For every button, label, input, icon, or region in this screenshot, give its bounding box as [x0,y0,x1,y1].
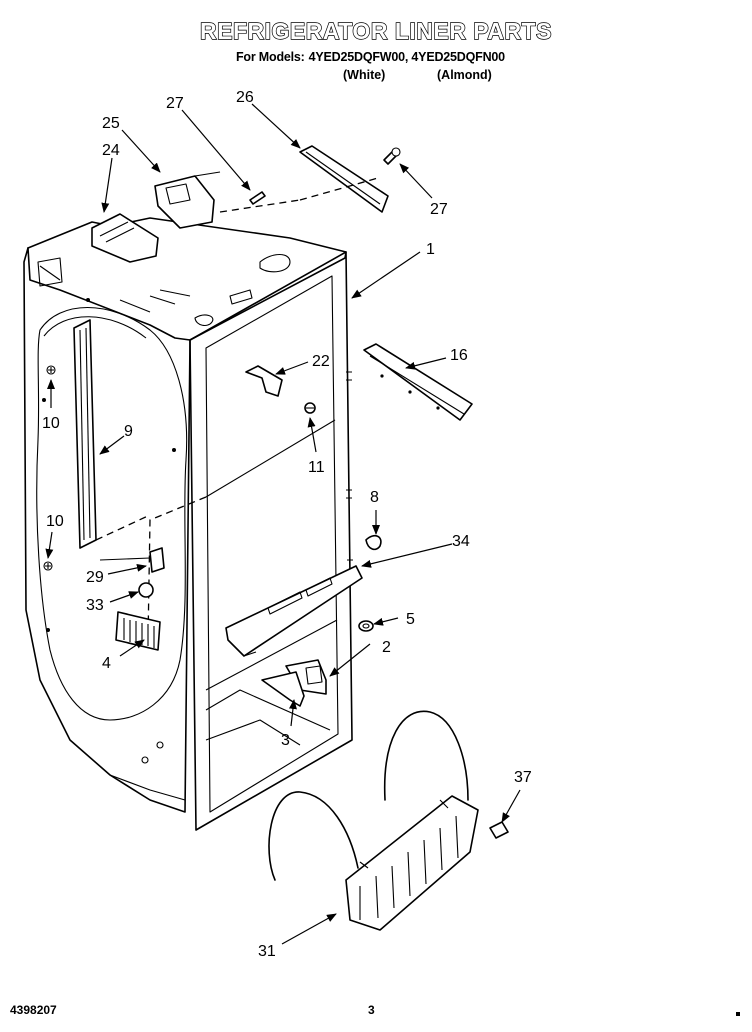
callout-11: 11 [308,459,325,476]
callout-16: 16 [450,347,468,364]
callout-2: 2 [382,639,391,656]
corner-mark [736,1012,740,1016]
callout-31: 31 [258,943,276,960]
callout-27-left: 27 [166,95,184,112]
variant-white: (White) [343,68,386,82]
variant-almond: (Almond) [437,68,492,82]
callout-4: 4 [102,655,111,672]
callout-33: 33 [86,597,104,614]
part-22-11-bracket [245,365,316,414]
part-34-support [225,565,363,657]
callout-22: 22 [312,353,330,370]
document-number: 4398207 [10,1003,57,1017]
models-label: For Models: [236,50,305,64]
model-numbers: 4YED25DQFW00, 4YED25DQFN00 [308,50,505,64]
part-37-screw [489,821,509,839]
callout-29: 29 [86,569,104,586]
callout-labels: 1 2 3 4 5 8 9 10 10 11 16 22 24 25 26 27… [42,89,532,960]
part-10-screws [43,365,56,571]
callout-1: 1 [426,241,435,258]
liner-body [23,217,353,831]
part-16-cover [363,343,473,421]
models-line: For Models:4YED25DQFW00, 4YED25DQFN00 [236,50,505,64]
leader-lines [45,103,521,945]
page-title: REFRIGERATOR LINER PARTS [199,17,552,44]
callout-26: 26 [236,89,254,106]
page-number: 3 [368,1003,375,1017]
part-2-3-brackets [261,659,327,707]
callout-24: 24 [102,142,120,159]
callout-10-upper: 10 [42,415,60,432]
callout-8: 8 [370,489,379,506]
callout-9: 9 [124,423,133,440]
part-4-louver [115,611,161,651]
callout-10-lower: 10 [46,513,64,530]
callout-37: 37 [514,769,532,786]
part-9-rail [73,319,151,549]
callout-34: 34 [452,533,470,550]
callout-27-right: 27 [430,201,448,218]
callout-5: 5 [406,611,415,628]
part-29-33-socket-bulb [99,547,165,598]
part-24-25-housing [91,171,221,263]
callout-25: 25 [102,115,120,132]
part-31-cover [268,710,479,931]
part-26-bracket [219,145,389,213]
callout-3: 3 [281,732,290,749]
part-8-5-clips [358,534,382,632]
part-27-screws [249,147,401,205]
